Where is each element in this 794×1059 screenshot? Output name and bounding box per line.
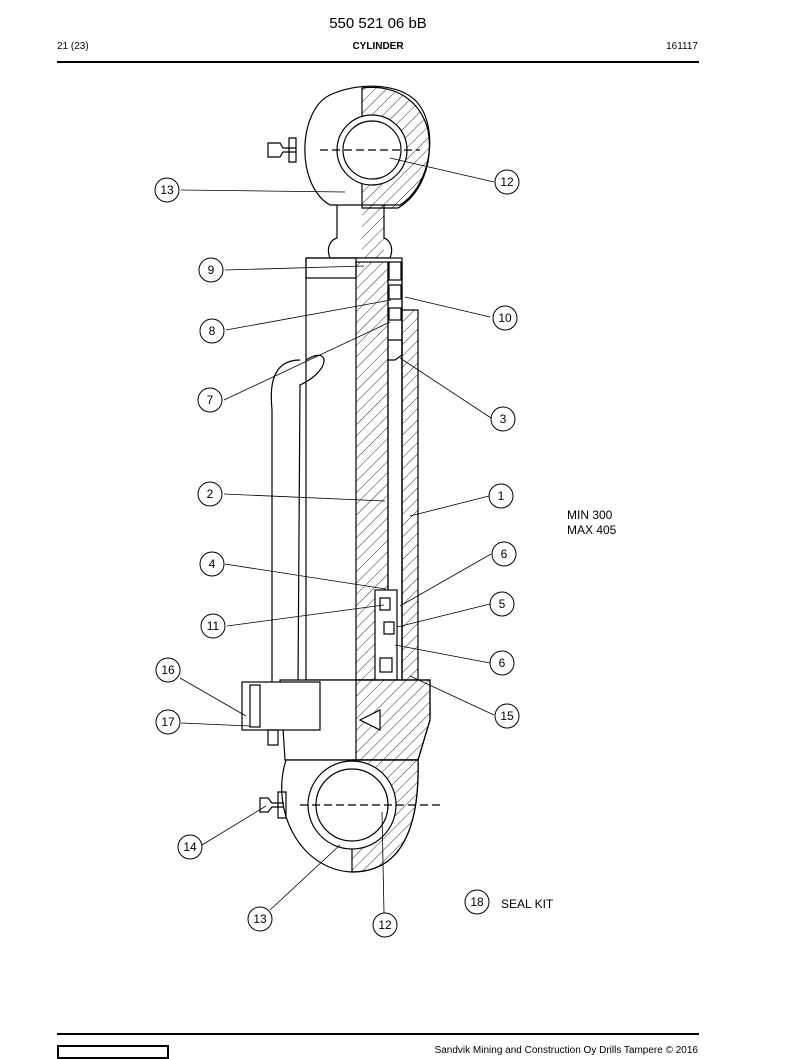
svg-text:16: 16	[161, 663, 175, 677]
svg-text:6: 6	[499, 656, 506, 670]
stroke-min: MIN 300	[567, 508, 613, 522]
svg-text:12: 12	[500, 175, 514, 189]
stroke-note: MIN 300 MAX 405	[567, 508, 616, 538]
base-end	[241, 679, 431, 761]
callout-6-lower: 6	[489, 650, 515, 676]
top-rod-eye	[267, 85, 431, 209]
callout-17: 17	[155, 709, 181, 735]
company-logo	[57, 1045, 169, 1059]
leader-lines	[179, 157, 495, 914]
callout-18: 18	[464, 889, 490, 915]
callout-4: 4	[199, 551, 225, 577]
callout-10: 10	[492, 305, 518, 331]
seal-kit-label: SEAL KIT	[501, 897, 554, 911]
callout-1: 1	[488, 483, 514, 509]
svg-text:2: 2	[207, 487, 214, 501]
rod-neck	[327, 205, 393, 259]
svg-text:1: 1	[498, 489, 505, 503]
callout-6-upper: 6	[491, 541, 517, 567]
svg-text:8: 8	[209, 324, 216, 338]
page-indicator: 21 (23)	[57, 41, 89, 52]
svg-text:18: 18	[470, 895, 484, 909]
hydraulic-tube	[270, 354, 325, 686]
svg-text:9: 9	[208, 263, 215, 277]
svg-text:11: 11	[207, 619, 220, 633]
svg-text:3: 3	[500, 412, 507, 426]
callout-12-top: 12	[494, 169, 520, 195]
footer-rule	[57, 1033, 699, 1035]
svg-text:4: 4	[209, 557, 216, 571]
svg-text:15: 15	[500, 709, 514, 723]
bottom-eye	[259, 759, 440, 873]
svg-text:5: 5	[499, 597, 506, 611]
callout-15: 15	[494, 703, 520, 729]
callouts: 13 12 9 10 8 7 3 2 1 4 6 5 11 6 16 15 17…	[154, 169, 520, 938]
stroke-max: MAX 405	[567, 523, 617, 537]
svg-text:13: 13	[253, 912, 267, 926]
svg-text:13: 13	[160, 183, 174, 197]
callout-7: 7	[197, 387, 223, 413]
svg-text:6: 6	[501, 547, 508, 561]
cylinder-barrel	[305, 257, 419, 681]
document-number: 550 521 06 bB	[329, 15, 427, 32]
callout-5: 5	[489, 591, 515, 617]
header-rule	[57, 61, 699, 63]
document-date: 161117	[666, 41, 698, 52]
callout-12-bottom: 12	[372, 912, 398, 938]
svg-text:10: 10	[498, 311, 512, 325]
callout-16: 16	[155, 657, 181, 683]
callout-13-top: 13	[154, 177, 180, 203]
callout-14: 14	[177, 834, 203, 860]
callout-13-bottom: 13	[247, 906, 273, 932]
section-title: CYLINDER	[352, 41, 404, 52]
svg-text:12: 12	[378, 918, 392, 932]
callout-9: 9	[198, 257, 224, 283]
callout-3: 3	[490, 406, 516, 432]
svg-text:7: 7	[207, 393, 214, 407]
callout-11: 11	[200, 613, 226, 639]
callout-8: 8	[199, 318, 225, 344]
svg-text:17: 17	[161, 715, 175, 729]
svg-text:14: 14	[183, 840, 197, 854]
footer-copyright: Sandvik Mining and Construction Oy Drill…	[434, 1045, 698, 1056]
callout-2: 2	[197, 481, 223, 507]
